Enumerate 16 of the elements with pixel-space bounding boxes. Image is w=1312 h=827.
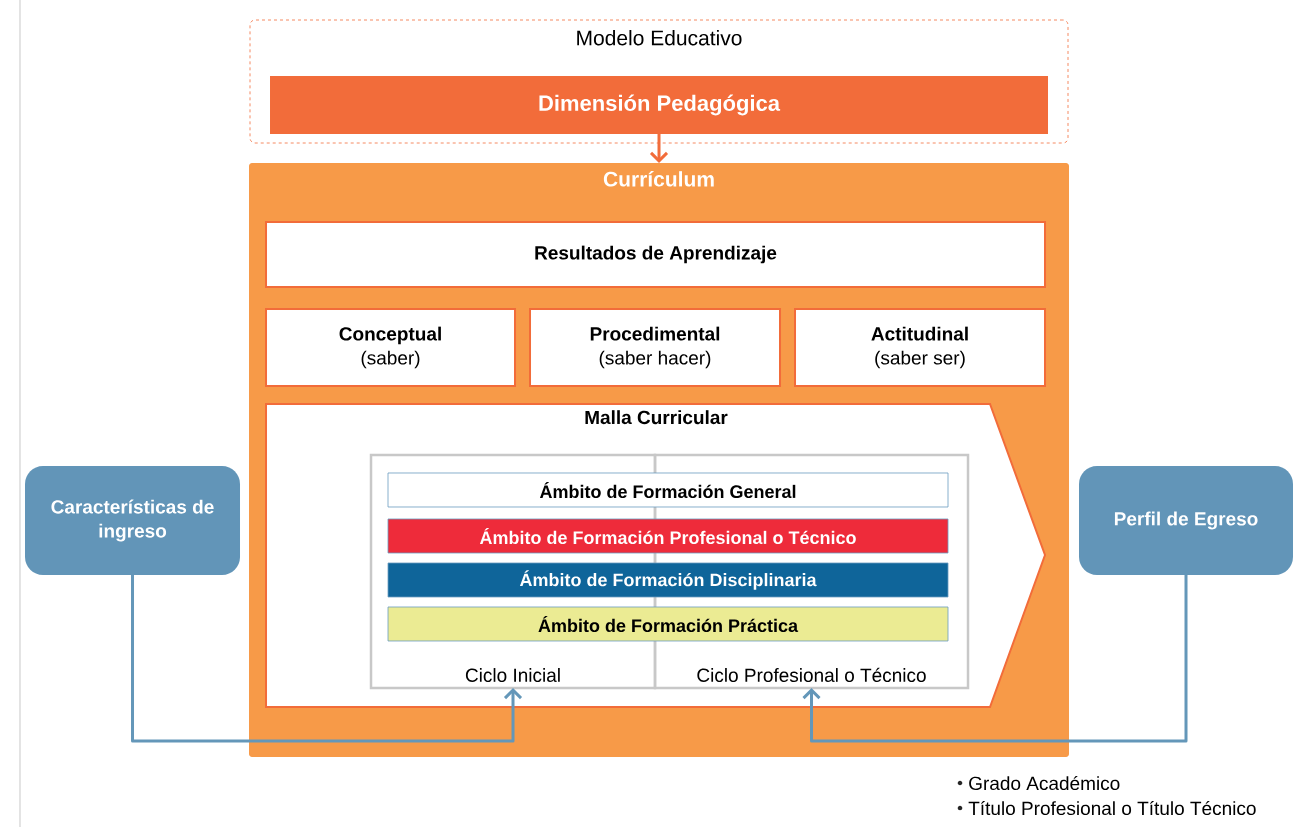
arrow xyxy=(802,575,1188,743)
rounded-box: Características de ingreso xyxy=(25,466,240,575)
arrow xyxy=(649,134,669,163)
band-box: Ámbito de Formación Práctica xyxy=(387,606,949,642)
bullet-item: Grado Académico xyxy=(957,775,1120,791)
band-box: Ámbito de Formación Profesional o Técnico xyxy=(387,518,949,554)
band-box: Ámbito de Formación Disciplinaria xyxy=(387,562,949,598)
category-box: Procedimental (saber hacer) xyxy=(529,308,781,387)
category-box: Actitudinal (saber ser) xyxy=(794,308,1046,387)
band-box: Ámbito de Formación General xyxy=(387,472,949,508)
banner-box: Dimensión Pedagógica xyxy=(270,76,1048,134)
arrow xyxy=(131,575,523,743)
bullet-item: Título Profesional o Título Técnico xyxy=(957,800,1256,816)
rounded-box: Perfil de Egreso xyxy=(1079,466,1293,575)
category-box: Conceptual (saber) xyxy=(265,308,516,387)
result-box: Resultados de Aprendizaje xyxy=(265,221,1046,288)
